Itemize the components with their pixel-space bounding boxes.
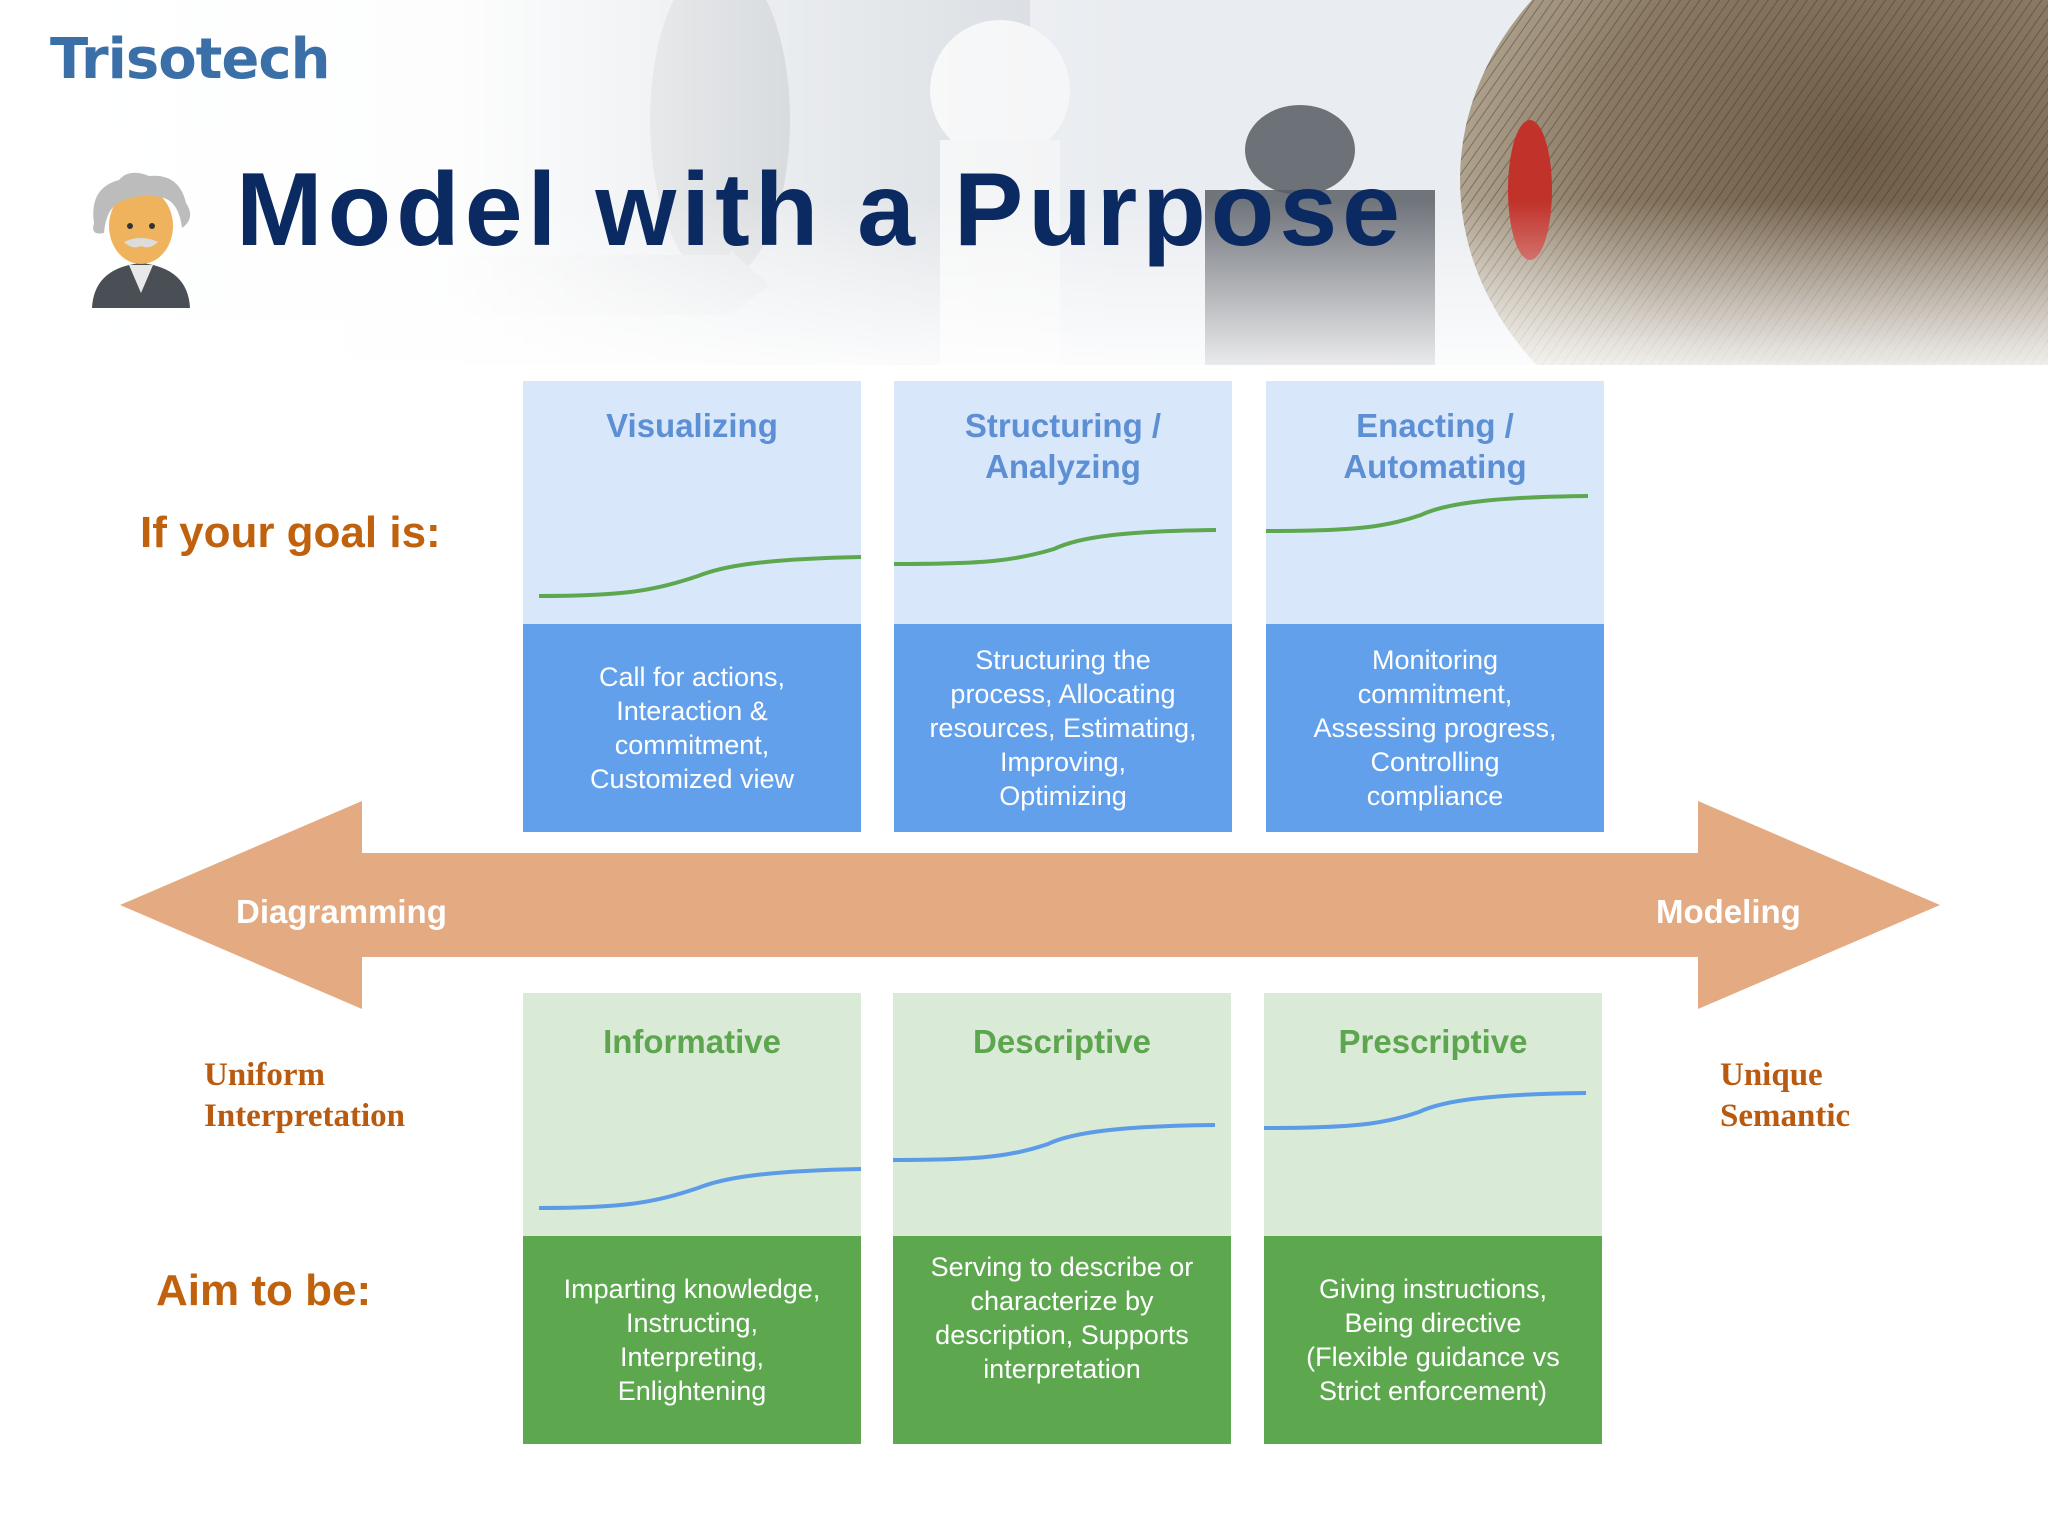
panel-heading-line: Analyzing: [985, 448, 1141, 485]
description-line: Imparting knowledge,: [563, 1274, 821, 1304]
header-banner: Trisotech Model with a Purpose: [0, 0, 2048, 365]
description-line: Monitoring: [1371, 645, 1499, 675]
panel-heading: Descriptive: [893, 1021, 1231, 1062]
aim-panel-body: Imparting knowledge, Instructing, Interp…: [523, 1236, 861, 1444]
panel-heading-line: Structuring /: [964, 407, 1162, 444]
diagramming-modeling-arrow: [120, 801, 1940, 1009]
panel-heading-line: Visualizing: [606, 407, 778, 444]
description-line: Improving,: [999, 747, 1127, 777]
trisotech-logo: Trisotech: [50, 32, 330, 88]
aim-panel-descriptive: Descriptive Serving to describe or chara…: [893, 993, 1231, 1444]
goal-panel-body: Structuring the process, Allocating reso…: [894, 624, 1232, 832]
aim-panel-body: Serving to describe or characterize by d…: [893, 1236, 1231, 1444]
aim-panel-informative: Informative Imparting knowledge, Instruc…: [523, 993, 861, 1444]
growth-curve: [894, 528, 1217, 566]
description-line: commitment,: [614, 730, 770, 760]
diagramming-label: Diagramming: [236, 893, 447, 930]
panel-heading-line: Prescriptive: [1338, 1023, 1528, 1060]
description-line: Interpreting,: [619, 1342, 765, 1372]
panel-heading: Enacting / Automating: [1266, 405, 1604, 487]
modeling-label: Modeling: [1656, 893, 1801, 930]
einstein-avatar-icon: [92, 172, 191, 308]
aim-panel-header: Descriptive: [893, 993, 1231, 1236]
description-line: Enlightening: [617, 1376, 767, 1406]
logo-text: Trisotech: [50, 27, 330, 92]
panel-description: Serving to describe or characterize by d…: [893, 1236, 1231, 1444]
unique-semantic-label: Unique Semantic: [1720, 1055, 1850, 1137]
banner-photo: [0, 0, 2048, 365]
description-line: Optimizing: [999, 781, 1127, 811]
panel-description: Giving instructions, Being directive (Fl…: [1264, 1236, 1602, 1444]
aim-panel-header: Informative: [523, 993, 861, 1236]
growth-curve: [538, 1167, 861, 1210]
goal-panel-body: Call for actions, Interaction & commitme…: [523, 624, 861, 832]
right-scale-line-1: Unique: [1720, 1057, 1823, 1093]
panel-heading: Prescriptive: [1264, 1021, 1602, 1062]
aim-label: Aim to be:: [156, 1266, 372, 1315]
panel-description: Call for actions, Interaction & commitme…: [523, 624, 861, 832]
description-line: interpretation: [983, 1354, 1141, 1384]
description-line: Call for actions,: [598, 662, 786, 692]
description-line: commitment,: [1357, 679, 1513, 709]
description-line: Strict enforcement): [1318, 1376, 1548, 1406]
description-line: Assessing progress,: [1313, 713, 1557, 743]
goal-panel-visualizing: Visualizing Call for actions, Interactio…: [523, 381, 861, 832]
growth-curve: [538, 555, 861, 598]
description-line: Customized view: [589, 764, 795, 794]
panel-description: Monitoring commitment, Assessing progres…: [1266, 624, 1604, 832]
growth-curve: [1266, 494, 1589, 533]
panel-heading: Structuring / Analyzing: [894, 405, 1232, 487]
panel-heading: Informative: [523, 1021, 861, 1062]
description-line: Structuring the: [975, 645, 1151, 675]
description-line: Interaction &: [616, 696, 768, 726]
description-line: Giving instructions,: [1318, 1274, 1548, 1304]
goal-panel-header: Visualizing: [523, 381, 861, 624]
description-line: Controlling: [1370, 747, 1500, 777]
aim-panel-prescriptive: Prescriptive Giving instructions, Being …: [1264, 993, 1602, 1444]
growth-curve: [1264, 1091, 1587, 1130]
double-arrow-shape: [120, 801, 1940, 1009]
description-line: description, Supports: [935, 1320, 1189, 1350]
right-scale-line-2: Semantic: [1720, 1098, 1851, 1134]
goal-label: If your goal is:: [140, 508, 441, 557]
description-line: characterize by: [970, 1286, 1154, 1316]
description-line: Being directive: [1344, 1308, 1522, 1338]
panel-description: Structuring the process, Allocating reso…: [894, 624, 1232, 832]
description-line: (Flexible guidance vs: [1306, 1342, 1560, 1372]
page-title: Model with a Purpose: [236, 152, 1405, 268]
goal-panel-structuring: Structuring / Analyzing Structuring the …: [894, 381, 1232, 832]
growth-curve: [893, 1123, 1216, 1162]
left-scale-line-1: Uniform: [204, 1057, 325, 1093]
aim-panel-header: Prescriptive: [1264, 993, 1602, 1236]
panel-heading-line: Enacting /: [1356, 407, 1514, 444]
panel-heading-line: Automating: [1343, 448, 1527, 485]
description-line: compliance: [1366, 781, 1504, 811]
left-scale-line-2: Interpretation: [204, 1098, 406, 1134]
goal-panel-body: Monitoring commitment, Assessing progres…: [1266, 624, 1604, 832]
description-line: Serving to describe or: [930, 1252, 1194, 1282]
description-line: resources, Estimating,: [929, 713, 1197, 743]
goal-panel-enacting: Enacting / Automating Monitoring commitm…: [1266, 381, 1604, 832]
description-line: process, Allocating: [950, 679, 1176, 709]
panel-description: Imparting knowledge, Instructing, Interp…: [523, 1236, 861, 1444]
panel-heading: Visualizing: [523, 405, 861, 446]
panel-heading-line: Informative: [603, 1023, 781, 1060]
panel-heading-line: Descriptive: [973, 1023, 1151, 1060]
description-line: Instructing,: [625, 1308, 759, 1338]
uniform-interpretation-label: Uniform Interpretation: [204, 1055, 405, 1137]
goal-panel-header: Enacting / Automating: [1266, 381, 1604, 624]
aim-panel-body: Giving instructions, Being directive (Fl…: [1264, 1236, 1602, 1444]
goal-panel-header: Structuring / Analyzing: [894, 381, 1232, 624]
